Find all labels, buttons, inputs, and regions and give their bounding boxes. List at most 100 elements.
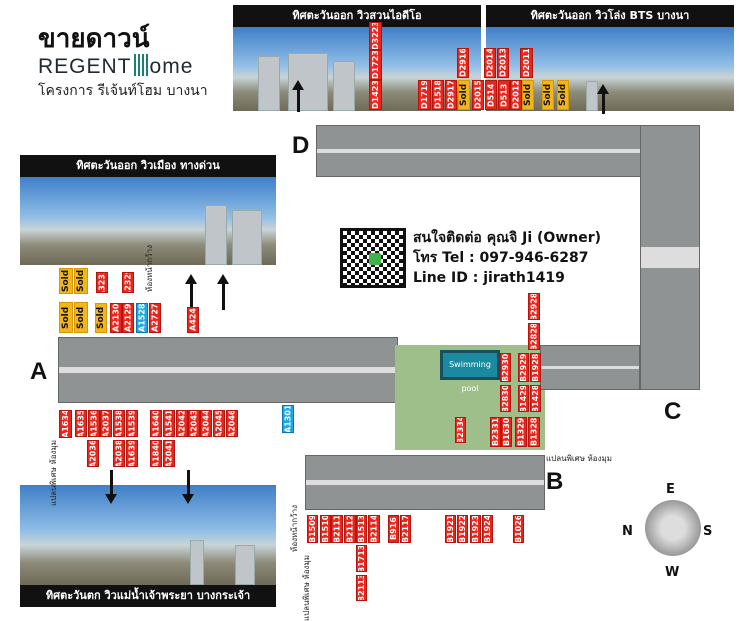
unit-tag[interactable]: A1640 — [150, 410, 162, 437]
unit-tag[interactable]: B2928 — [528, 293, 540, 320]
unit-tag[interactable]: B2114 — [368, 515, 380, 543]
unit-tag[interactable]: A2044 — [200, 410, 212, 437]
brand-right: ome — [149, 55, 194, 78]
building-d-plan — [316, 125, 646, 177]
unit-tag[interactable]: B1923 — [470, 515, 481, 543]
unit-tag[interactable]: D2917 — [445, 80, 457, 110]
unit-tag[interactable]: A1840 — [150, 440, 162, 467]
unit-tag[interactable]: D2011 — [520, 48, 533, 78]
brand-left: REGENT — [38, 55, 132, 78]
unit-tag[interactable]: B1328 — [528, 417, 540, 447]
sold-unit-tag[interactable]: Sold — [522, 80, 534, 110]
unit-tag[interactable]: A2046 — [226, 410, 238, 437]
unit-tag[interactable]: B1630 — [501, 417, 512, 447]
unit-tag[interactable]: A2043 — [188, 410, 200, 437]
unit-tag[interactable]: A1634 — [59, 410, 72, 438]
unit-tag[interactable]: A2036 — [87, 440, 99, 467]
unit-tag[interactable]: D1518 — [432, 80, 444, 110]
view-photo-center — [233, 27, 481, 111]
unit-tag[interactable]: B2334 — [455, 417, 466, 443]
unit-tag[interactable]: B2828 — [528, 323, 540, 350]
sold-unit-tag[interactable]: Sold — [542, 80, 554, 110]
unit-tag[interactable]: D2013 — [497, 48, 509, 78]
sold-unit-tag[interactable]: Sold — [59, 302, 73, 333]
swimming-pool: Swimming pool — [440, 350, 500, 393]
sold-unit-tag[interactable]: Sold — [74, 268, 88, 294]
unit-tag[interactable]: D2012 — [510, 80, 522, 110]
unit-tag[interactable]: D1723 — [369, 50, 382, 80]
unit-tag[interactable]: B1510 — [320, 515, 331, 543]
unit-tag[interactable]: B1509 — [307, 515, 318, 543]
unit-tag[interactable]: B2331 — [490, 417, 501, 447]
unit-tag[interactable]: A1528 — [136, 303, 148, 333]
contact-phone[interactable]: โทร Tel : 097-946-6287 — [413, 250, 589, 266]
sold-unit-tag[interactable]: Sold — [59, 268, 73, 294]
view-title-bottom-left: ทิศตะวันตก วิวแม่น้ำเจ้าพระยา บางกระเจ้า — [20, 585, 276, 607]
unit-tag[interactable]: A2329 — [122, 272, 134, 293]
logo-bars-icon — [133, 54, 148, 76]
unit-tag[interactable]: B2930 — [500, 353, 511, 382]
unit-tag[interactable]: B916 — [388, 515, 399, 543]
sold-unit-tag[interactable]: Sold — [458, 80, 470, 110]
unit-tag[interactable]: D2015 — [472, 80, 484, 110]
unit-tag[interactable]: B2830 — [500, 385, 511, 412]
unit-tag[interactable]: B1429 — [518, 385, 529, 412]
unit-tag[interactable]: A1635 — [75, 410, 87, 437]
unit-tag[interactable]: B2112 — [344, 515, 356, 543]
unit-tag[interactable]: B1513 — [356, 515, 367, 543]
building-a-plan — [58, 337, 398, 403]
corner-room-note-b: แปลนพิเศษ ห้องมุม — [302, 555, 311, 621]
unit-tag[interactable]: A2045 — [213, 410, 225, 437]
unit-tag[interactable]: A3231 — [96, 272, 108, 293]
unit-tag[interactable]: A2038 — [113, 440, 125, 467]
building-bc-link-plan — [540, 345, 640, 390]
unit-tag[interactable]: B2113 — [356, 575, 367, 601]
unit-tag[interactable]: D2916 — [457, 48, 469, 78]
unit-tag[interactable]: D1719 — [418, 80, 431, 110]
sold-unit-tag[interactable]: Sold — [74, 302, 88, 333]
unit-tag[interactable]: B1713 — [356, 545, 367, 572]
unit-tag[interactable]: B2117 — [400, 515, 411, 543]
unit-tag[interactable]: A2727 — [149, 303, 161, 333]
line-qr-code[interactable] — [340, 228, 406, 288]
unit-tag[interactable]: D3223 — [369, 22, 382, 50]
unit-tag[interactable]: A1639 — [126, 440, 138, 467]
unit-tag[interactable]: D1423 — [369, 80, 382, 110]
compass-w: W — [665, 565, 680, 580]
contact-line-id[interactable]: Line ID : jirath1419 — [413, 270, 565, 286]
unit-tag[interactable]: B1928 — [530, 353, 541, 382]
compass-n: N — [622, 524, 633, 539]
unit-tag[interactable]: A1301 — [282, 405, 294, 433]
unit-tag[interactable]: B1329 — [515, 417, 527, 447]
unit-tag[interactable]: A2130 — [110, 303, 122, 333]
corner-room-note-a: แปลนพิเศษ ห้องมุม — [49, 440, 58, 507]
unit-tag[interactable]: A2042 — [176, 410, 188, 437]
view-title-top-left: ทิศตะวันออก วิวเมือง ทางด่วน — [20, 155, 276, 177]
unit-tag[interactable]: A1541 — [163, 410, 175, 437]
sold-unit-tag[interactable]: Sold — [557, 80, 569, 110]
unit-tag[interactable]: D513 — [498, 80, 510, 110]
sold-unit-tag[interactable]: Sold — [95, 303, 107, 333]
unit-tag[interactable]: A424 — [187, 307, 199, 333]
unit-tag[interactable]: A2037 — [100, 410, 112, 437]
view-arrow-up-icon — [217, 274, 229, 310]
unit-tag[interactable]: B1026 — [513, 515, 524, 543]
unit-tag[interactable]: A2041 — [163, 440, 175, 467]
view-arrow-up-icon — [185, 274, 197, 310]
unit-tag[interactable]: B1921 — [445, 515, 456, 543]
building-c-plan — [640, 125, 700, 390]
building-b-plan — [305, 455, 545, 510]
unit-tag[interactable]: D2014 — [484, 48, 496, 78]
unit-tag[interactable]: B2929 — [518, 353, 529, 382]
unit-tag[interactable]: A2129 — [122, 303, 134, 333]
unit-tag[interactable]: B1428 — [530, 385, 541, 412]
unit-tag[interactable]: D514 — [485, 80, 497, 110]
unit-tag[interactable]: B1922 — [457, 515, 468, 543]
unit-tag[interactable]: A1538 — [113, 410, 125, 437]
line-logo-icon — [369, 253, 381, 265]
unit-tag[interactable]: B2111 — [331, 515, 343, 543]
unit-tag[interactable]: B1924 — [482, 515, 493, 543]
unit-tag[interactable]: A1539 — [126, 410, 138, 437]
unit-tag[interactable]: A1536 — [88, 410, 100, 437]
compass-s: S — [703, 524, 713, 539]
